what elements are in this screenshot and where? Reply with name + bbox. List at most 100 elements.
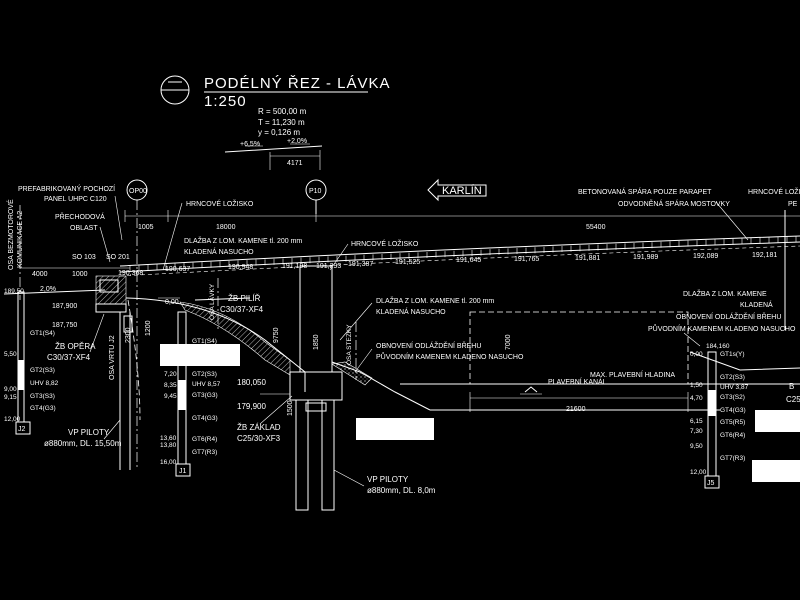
j1-row-9: GT6(R4) [192, 436, 217, 443]
note-zaklad: ŽB ZÁKLAD [237, 423, 281, 432]
note-obnov: OBNOVENÍ ODLÁŽDĚNÍ BŘEHU [376, 341, 481, 350]
j1-row-12: 16,00 [160, 459, 177, 466]
note-dlazba-b2: KLADENÁ NASUCHO [376, 307, 446, 316]
level-12: 192,089 [693, 253, 718, 260]
j5-row-11: 7,30 [690, 428, 703, 435]
j2-row-4: UHV 8,82 [30, 380, 59, 387]
note-elev-b: 187,750 [52, 322, 77, 329]
note-piles2b: ø880mm, DL. 8,0m [367, 486, 436, 495]
level-8: 191,645 [456, 257, 481, 264]
note-piles1b: ø880mm, DL. 15,50m [44, 439, 122, 448]
direction-label: KARLÍN [442, 184, 482, 197]
note-spara2: ODVODNĚNÁ SPÁRA MOSTOVKY [618, 199, 730, 208]
j5-row-12: GT6(R4) [720, 432, 745, 439]
pier-area: HRNCOVÉ LOŽISKO DLAŽBA Z LOM. KAMENE tl.… [125, 199, 524, 511]
j1-row-1: 7,20 [164, 371, 177, 378]
note-spara: BETONOVANÁ SPÁRA POUZE PARAPET [578, 187, 712, 196]
drawing-scale: 1:250 [204, 93, 247, 110]
dim-18000: 18000 [216, 224, 236, 231]
left-abutment: PREFABRIKOVANÝ POCHOZÍ PANEL UHPC C120 P… [3, 184, 180, 470]
note-piles1: VP PILOTY [68, 428, 110, 437]
slope-right-label: +2,0% [287, 138, 307, 145]
level-6: 191,387 [348, 261, 373, 268]
note-loz1: HRNCOVÉ LOŽISKO [186, 199, 254, 208]
borehole-j2: J2 GT1(S4) 5,50 GT2(S3) 9,00 UHV 8,82 9,… [4, 291, 59, 435]
support-p10-label: P10 [309, 188, 322, 195]
river-hladina: MAX. PLAVEBNÍ HLADINA [590, 370, 675, 379]
slope-left-label: +6,5% [240, 141, 260, 148]
note-loz-r2: PE [788, 201, 798, 208]
note-dlazba2: KLADENÁ NASUCHO [184, 247, 254, 256]
borehole-j5-name: J5 [707, 480, 715, 487]
note-prech2: OBLAST [70, 225, 98, 232]
j1-row-4: UHV 8,57 [192, 381, 221, 388]
note-dlaz-r2: KLADENÁ [740, 300, 773, 309]
note-pilir: ŽB PILÍŘ [228, 294, 261, 303]
note-osa-kom: OSA BEZMOTOROVÉ [6, 199, 15, 270]
curve-tangent: T = 11,230 m [258, 118, 305, 127]
j2-row-5: 9,15 [4, 394, 17, 401]
note-osa-kom2: KOMUNIKACE A2 [17, 211, 24, 268]
curve-radius: R = 500,00 m [258, 107, 307, 116]
j1-row-6: GT3(G3) [192, 392, 218, 399]
note-dlazba: DLAŽBA Z LOM. KAMENE tl. 200 mm [184, 236, 302, 245]
j5-row-1: 0,00 [690, 351, 703, 358]
bridge-deck [119, 235, 800, 277]
note-prech: PŘECHODOVÁ [55, 212, 105, 221]
dim-1850: 1850 [313, 334, 320, 350]
note-cut2: C25 [786, 395, 800, 404]
j5-row-14: GT7(R3) [720, 455, 745, 462]
j1-row-3: 8,35 [164, 382, 177, 389]
dim-1000: 1000 [72, 271, 88, 278]
j1-row-0: GT1(S4) [192, 338, 217, 345]
note-e1: 180,050 [237, 378, 266, 387]
j5-row-5: 4,70 [690, 395, 703, 402]
curve-dim: 4171 [287, 160, 303, 167]
dim-2300: 2300 [125, 327, 132, 343]
dim-1005: 1005 [138, 224, 154, 231]
support-op00: OP00 [126, 179, 148, 470]
borehole-j5: J5 184,160 0,00 GT1s(Y) 1,50 GT2(S3) 4,7… [690, 343, 749, 489]
note-osa-stezky: OSA STEZKY [346, 324, 353, 365]
note-loz2: HRNCOVÉ LOŽISKO [351, 239, 419, 248]
river-section: 7000 PLAVEBNÍ KANÁL MAX. PLAVEBNÍ HLADIN… [400, 311, 800, 413]
dim-7000: 7000 [505, 334, 512, 350]
j2-row-8: 12,00 [4, 416, 21, 423]
note-dlazba-b: DLAŽBA Z LOM. KAMENE tl. 200 mm [376, 296, 494, 305]
dim-4000: 4000 [32, 271, 48, 278]
j5-row-6: UHV 3,87 [720, 384, 749, 391]
level-11: 191,989 [633, 254, 658, 261]
level-1: 190,368 [118, 270, 143, 277]
j1-row-8: 13,60 [160, 435, 177, 442]
level-13: 192,181 [752, 252, 777, 259]
j2-row-1: 5,50 [4, 351, 17, 358]
note-elev-a: 187,900 [52, 303, 77, 310]
j1-row-7: GT4(G3) [192, 415, 218, 422]
note-zaklad-c: C25/30-XF3 [237, 434, 281, 443]
dim-1200: 1200 [145, 320, 152, 336]
note-opera: ŽB OPĚRA [55, 342, 96, 351]
note-piles2: VP PILOTY [367, 475, 409, 484]
note-opera-c: C30/37-XF4 [47, 353, 91, 362]
j5-row-10: GT5(R5) [720, 419, 745, 426]
support-op00-label: OP00 [129, 188, 147, 195]
note-obnov2: PŮVODNÍM KAMENEM KLADENO NASUCHO [376, 352, 524, 361]
vertical-curve-params: R = 500,00 m T = 11,230 m y = 0,126 m +6… [224, 107, 323, 170]
borehole-j2-name: J2 [18, 426, 26, 433]
j5-row-9: 6,15 [690, 418, 703, 425]
note-panel2: PANEL UHPC C120 [44, 196, 107, 203]
j5-row-0: 184,160 [706, 343, 730, 350]
right-area: BETONOVANÁ SPÁRA POUZE PARAPET ODVODNĚNÁ… [578, 187, 800, 482]
j2-row-3: 9,00 [4, 386, 17, 393]
level-3: 190,948 [228, 264, 253, 271]
note-e2: 179,900 [237, 402, 266, 411]
note-dlaz-r: DLAŽBA Z LOM. KAMENE [683, 289, 767, 298]
note-osa-lavky: OSA LÁVKY [207, 283, 216, 320]
j5-row-4: GT2(S3) [720, 374, 745, 381]
j5-row-13: 9,50 [690, 443, 703, 450]
j1-row-5: 9,45 [164, 393, 177, 400]
note-so103: SO 103 [72, 254, 96, 261]
note-loz-r: HRNCOVÉ LOŽI [748, 187, 800, 196]
note-osa-vrtu: OSA VRTU J2 [109, 335, 116, 380]
